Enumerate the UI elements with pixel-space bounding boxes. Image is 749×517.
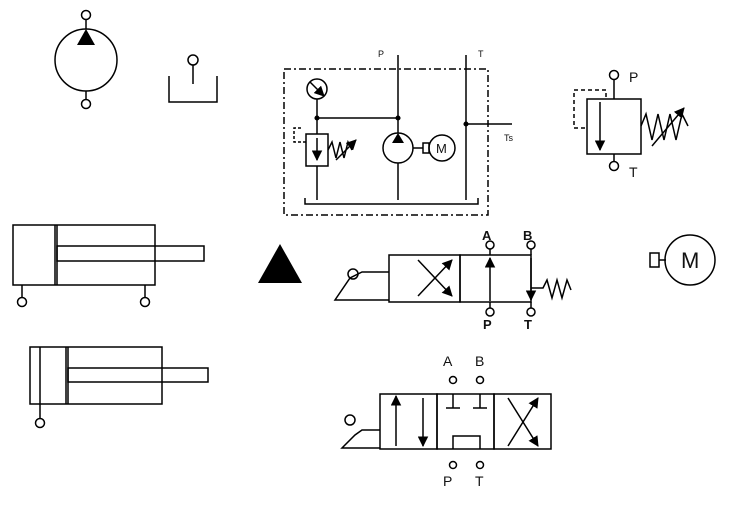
label-b: B [523, 228, 532, 243]
tank-reservoir-icon [168, 54, 218, 103]
directional-valve-2pos-icon [333, 240, 572, 317]
directional-valve-3pos-icon [340, 375, 552, 470]
motor-label: M [436, 141, 447, 156]
double-acting-cylinder-icon [12, 224, 205, 308]
label-b: B [475, 353, 484, 369]
label-a: A [482, 228, 492, 243]
power-unit-labels: P T Ts M [378, 49, 514, 156]
power-unit-circuit-icon [283, 55, 512, 216]
label-a: A [443, 353, 453, 369]
label-p: P [443, 473, 452, 489]
label-p: P [483, 317, 492, 332]
electric-motor-icon [649, 234, 716, 286]
relief-valve-labels: P T [629, 69, 638, 180]
label-t: T [629, 164, 638, 180]
label-p: P [378, 49, 384, 59]
label-p: P [629, 69, 638, 85]
label-ts: Ts [504, 133, 514, 143]
hydraulic-pump-icon [54, 9, 118, 110]
pressure-relief-valve-icon [573, 69, 689, 172]
motor-label: M [681, 248, 699, 273]
single-acting-cylinder-icon [29, 346, 209, 429]
flow-direction-triangle-icon [258, 244, 302, 283]
valve-3pos-labels: A B P T [443, 353, 484, 489]
label-t: T [478, 49, 484, 59]
valve-2pos-labels: A B P T [482, 228, 532, 332]
label-t: T [524, 317, 532, 332]
label-t: T [475, 473, 484, 489]
